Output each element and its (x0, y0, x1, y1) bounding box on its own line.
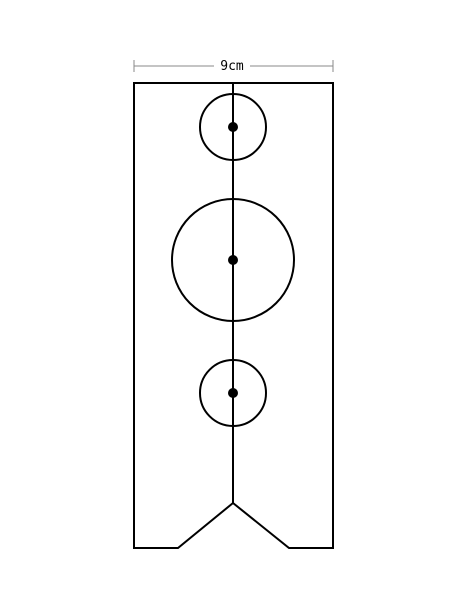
circle-top-center-dot (228, 122, 238, 132)
circle-middle-outline (171, 198, 295, 322)
circle-bottom-center-dot (228, 388, 238, 398)
circle-top (199, 93, 267, 161)
circle-bottom (199, 359, 267, 427)
circle-middle-center-dot (228, 255, 238, 265)
circle-middle (171, 198, 295, 322)
strip-outline (133, 82, 334, 549)
circle-bottom-outline (199, 359, 267, 427)
width-dimension: 9cm (133, 59, 334, 74)
circle-top-outline (199, 93, 267, 161)
width-dimension-label: 9cm (220, 59, 244, 74)
